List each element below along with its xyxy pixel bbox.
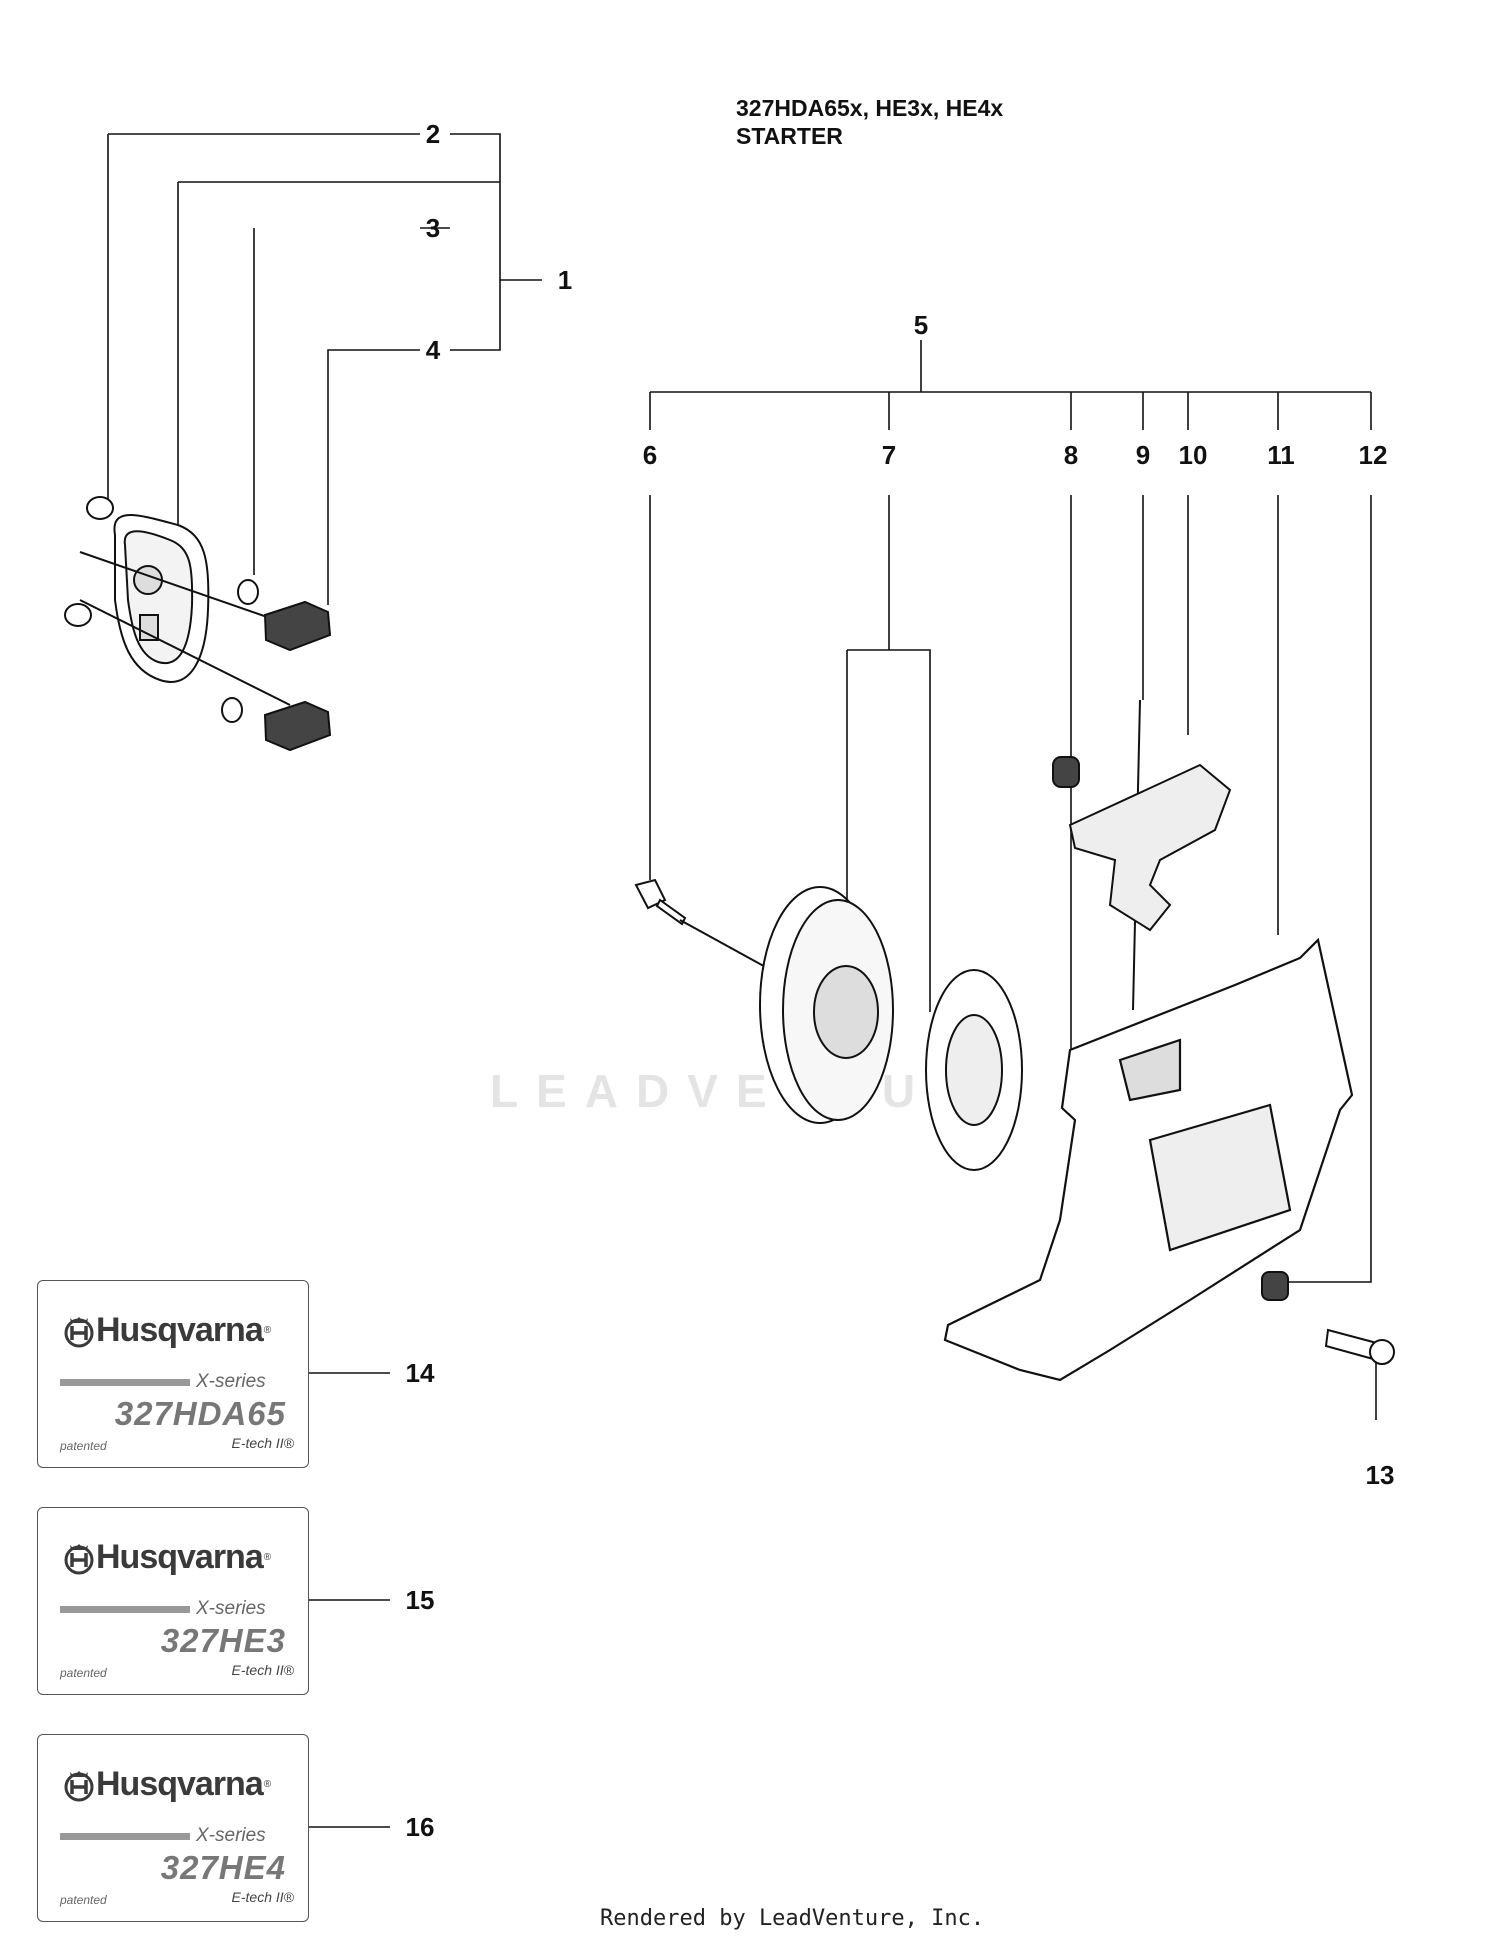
decal-bar (60, 1833, 190, 1840)
decal-series: X-series (196, 1598, 266, 1619)
leader-decals (307, 1372, 390, 1828)
callout-14: 14 (405, 1358, 435, 1388)
callout-6: 6 (642, 440, 658, 470)
title-section: STARTER (736, 123, 843, 149)
decal-327he3: Husqvarna® X-series 327HE3 patented E-te… (37, 1507, 309, 1695)
decal-etech: E-tech II® (231, 1435, 294, 1451)
decal-327hda65: Husqvarna® X-series 327HDA65 patented E-… (37, 1280, 309, 1468)
part-bushing-12 (1261, 1271, 1289, 1301)
decal-brand-name: Husqvarna (96, 1311, 264, 1349)
husqvarna-crown-icon (64, 1316, 94, 1347)
callout-7: 7 (881, 440, 897, 470)
decal-brand: Husqvarna® (62, 1311, 271, 1350)
footer-credit: Rendered by LeadVenture, Inc. (600, 1906, 985, 1931)
husqvarna-crown-icon (64, 1543, 94, 1574)
decal-brand-name: Husqvarna (96, 1765, 264, 1803)
decal-model: 327HE4 (160, 1849, 286, 1886)
part-starter-housing (943, 937, 1354, 1382)
callout-4: 4 (425, 335, 441, 365)
part-spring-upper (237, 579, 259, 605)
decal-model: 327HE3 (160, 1622, 286, 1659)
callout-16: 16 (405, 1812, 435, 1842)
decal-brand: Husqvarna® (62, 1765, 271, 1804)
part-starter-pawl-assembly (64, 496, 332, 752)
leader-group-1 (107, 133, 542, 605)
callout-15: 15 (405, 1585, 435, 1615)
callout-10: 10 (1178, 440, 1208, 470)
decal-series: X-series (196, 1825, 266, 1846)
decal-etech: E-tech II® (231, 1889, 294, 1905)
part-circlip-upper (86, 496, 114, 520)
decal-series: X-series (196, 1371, 266, 1392)
diagram-title: 327HDA65x, HE3x, HE4x STARTER (736, 94, 1003, 150)
callout-12: 12 (1358, 440, 1388, 470)
callout-9: 9 (1135, 440, 1151, 470)
part-pulley (759, 886, 1023, 1171)
callout-3: 3 (425, 213, 441, 243)
callout-11: 11 (1267, 440, 1295, 470)
part-spring-lower (221, 697, 243, 723)
decal-etech: E-tech II® (231, 1662, 294, 1678)
part-pawl-upper (263, 600, 332, 652)
decal-patented: patented (60, 1893, 107, 1907)
decal-327he4: Husqvarna® X-series 327HE4 patented E-te… (37, 1734, 309, 1922)
decal-brand: Husqvarna® (62, 1538, 271, 1577)
title-models: 327HDA65x, HE3x, HE4x (736, 95, 1004, 121)
decal-patented: patented (60, 1666, 107, 1680)
callout-8: 8 (1063, 440, 1079, 470)
leader-group-5 (649, 340, 1372, 430)
part-screw-6 (634, 878, 781, 976)
decal-bar (60, 1606, 190, 1613)
part-pawl-lower (263, 700, 332, 752)
decal-patented: patented (60, 1439, 107, 1453)
decal-bar (60, 1379, 190, 1386)
part-screw-13 (1324, 1328, 1395, 1365)
decal-brand-name: Husqvarna (96, 1538, 264, 1576)
callout-2: 2 (425, 119, 441, 149)
part-starter-handle (1068, 699, 1232, 1011)
husqvarna-crown-icon (64, 1770, 94, 1801)
leader-item-lines (649, 495, 1372, 1283)
callout-5: 5 (913, 310, 929, 340)
decal-model: 327HDA65 (114, 1395, 286, 1432)
callout-1: 1 (557, 265, 573, 295)
part-circlip-lower (64, 603, 92, 627)
callout-13: 13 (1365, 1460, 1395, 1490)
part-bushing-8 (1052, 756, 1080, 788)
